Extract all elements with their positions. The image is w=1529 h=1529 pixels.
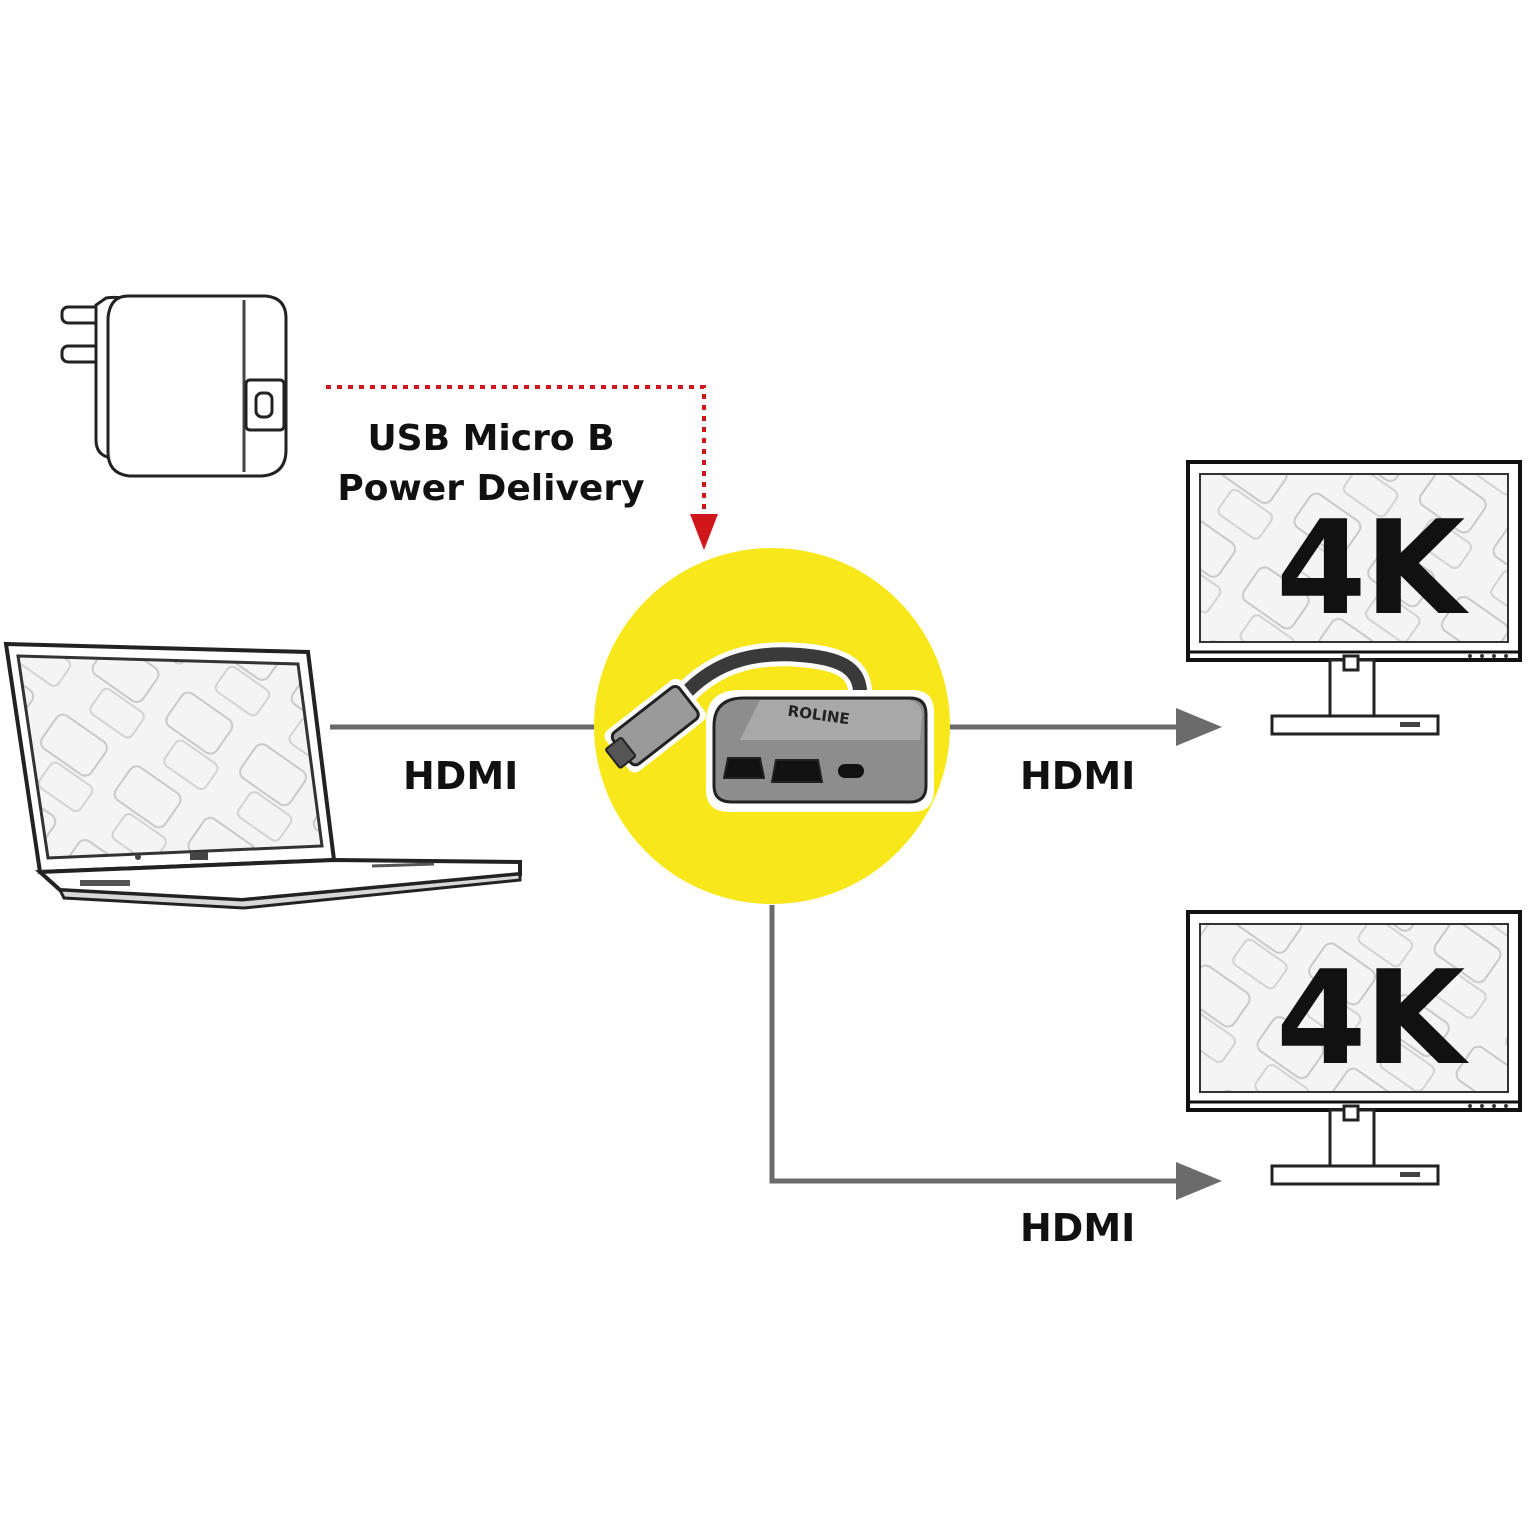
monitor-bottom [1186,910,1522,1186]
monitor-top-resolution: 4K [1276,492,1465,644]
hdmi-input-label: HDMI [403,754,519,798]
monitor-bottom-resolution: 4K [1276,942,1465,1094]
power-delivery-text: Power Delivery [337,468,645,509]
monitor-top [1186,460,1522,736]
hdmi-output-line-bottom [769,905,1222,1200]
hdmi-output-top-label: HDMI [1020,754,1136,798]
power-delivery-label: USB Micro B Power Delivery [326,414,656,514]
hdmi-splitter-adapter: ROLINE [604,642,934,812]
laptop [3,641,522,910]
power-adapter [60,294,288,478]
power-delivery-line [326,385,718,550]
hdmi-output-bottom-label: HDMI [1020,1206,1136,1250]
usb-micro-b-text: USB Micro B [367,418,615,459]
hdmi-output-line-top [950,708,1222,746]
